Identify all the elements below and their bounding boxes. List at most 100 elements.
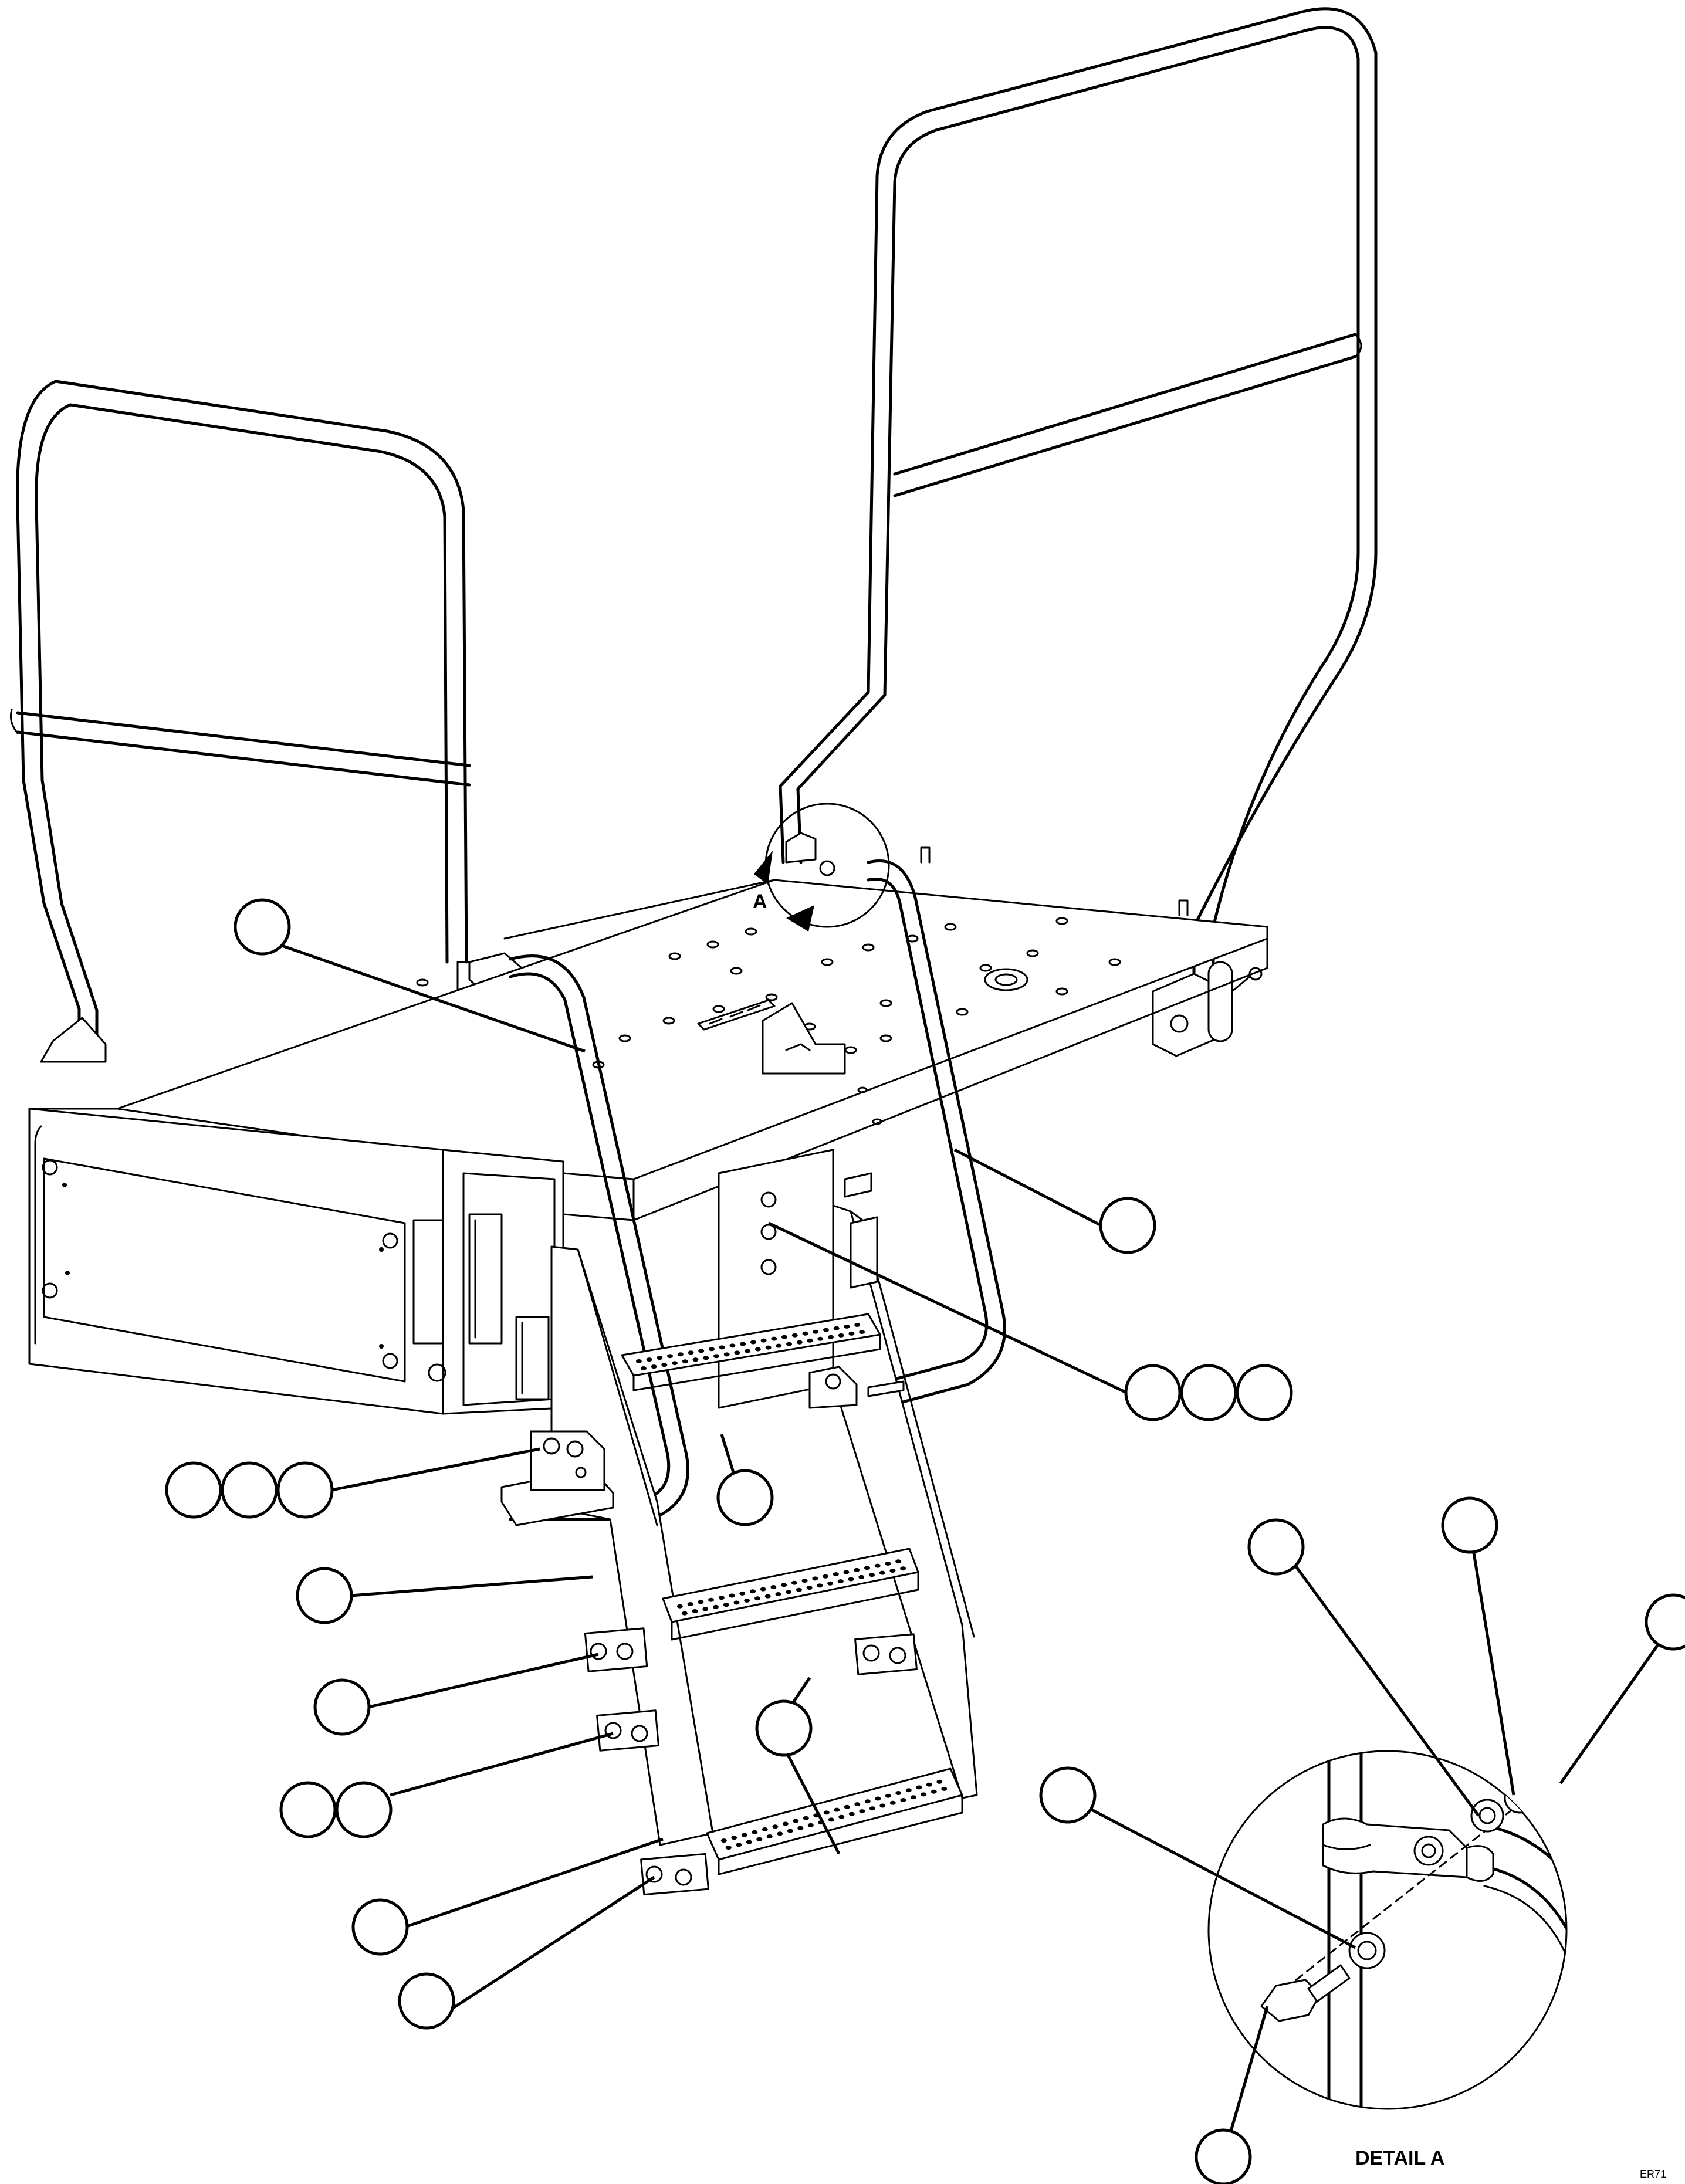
step-hole [667,1354,673,1359]
step-hole [859,1809,865,1814]
step-hole [864,1566,870,1570]
step-hole [823,1328,829,1332]
step-hole [828,1817,834,1822]
step-hole [776,1343,782,1348]
step-hole [760,1587,766,1592]
step-hole [786,1342,792,1346]
step-hole [692,1357,699,1362]
step-hole [791,1333,798,1338]
detail-a-label: DETAIL A [1355,2147,1444,2169]
step-hole [941,1786,948,1791]
step-hole [854,1567,860,1572]
step-hole [640,1366,647,1370]
step-hole [834,1807,840,1812]
step-hole [910,1795,916,1800]
callout-balloon [234,898,291,956]
step-hole [771,1336,777,1341]
callout-balloon [351,1898,409,1956]
step-hole [864,1799,871,1804]
step-hole [775,1592,781,1596]
step-hole [782,1821,789,1826]
step-hole [635,1359,642,1363]
step-hole [885,1562,891,1566]
step-hole [698,1349,705,1353]
step-hole [760,1338,767,1343]
step-hole [803,1816,809,1820]
step-hole [781,1335,787,1339]
step-hole [889,1800,896,1805]
detail-a-view: DETAIL A ER71 [1207,1750,1666,2180]
view-a-label: A [753,890,767,913]
step-hole [677,1352,684,1357]
step-hole [754,1596,760,1601]
step-hole [813,1329,819,1334]
step-hole [713,1604,719,1609]
step-hole [869,1573,875,1577]
step-hole [807,1338,813,1343]
callout-balloon [755,1699,813,1757]
step-hole [736,1843,742,1847]
step-hole [931,1789,937,1794]
callout-balloons [165,898,1685,2184]
step-hole [869,1806,875,1811]
callout-balloon [1099,1197,1156,1254]
step-hole [905,1788,912,1793]
step-hole [731,1836,737,1840]
step-hole [672,1361,678,1366]
step-hole [770,1585,777,1589]
step-hole [720,1838,727,1843]
step-hole [772,1824,779,1829]
step-hole [812,1576,818,1581]
step-hole [796,1340,803,1345]
step-hole [713,1354,719,1359]
callout-balloon [279,1781,337,1838]
step-hole [838,1333,844,1338]
step-perforations [635,1323,948,1850]
step-hole [739,1591,746,1596]
step-hole [754,1347,761,1352]
step-hole [801,1579,808,1583]
step-hole [921,1792,927,1797]
callout-balloon [398,1972,455,2030]
step-hole [838,1814,845,1819]
step-hole [762,1827,768,1831]
step-hole [725,1846,732,1850]
step-hole [895,1559,902,1564]
step-hole [806,1586,813,1590]
step-hole [926,1782,932,1787]
step-hole [837,1579,844,1584]
step-hole [740,1342,746,1346]
stair-assembly [500,1149,978,1896]
step-hole [750,1589,756,1594]
step-hole [661,1363,668,1367]
arrow-up-icon [754,851,773,885]
step-hole [879,1570,885,1575]
step-hole [791,1580,797,1585]
step-hole [895,1791,902,1795]
step-hole [900,1798,906,1802]
callout-balloon [1124,1364,1182,1421]
view-a-indicator: A [753,803,890,932]
step-hole [708,1597,714,1602]
step-hole [688,1350,694,1355]
step-hole [703,1356,709,1360]
step-hole [651,1364,657,1369]
step-hole [766,1834,773,1838]
step-hole [756,1837,763,1841]
step-hole [786,1590,792,1594]
step-hole [900,1566,906,1571]
step-hole [709,1347,715,1352]
step-hole [729,1343,736,1348]
step-hole [777,1831,783,1836]
step-hole [875,1796,881,1801]
step-hole [646,1357,652,1362]
step-hole [723,1603,729,1607]
step-hole [718,1596,725,1600]
callout-balloon [1441,1496,1498,1554]
step-hole [843,1570,850,1574]
step-hole [833,1572,839,1577]
step-hole [793,1819,799,1823]
step-hole [854,1323,861,1327]
step-hole [682,1359,688,1364]
